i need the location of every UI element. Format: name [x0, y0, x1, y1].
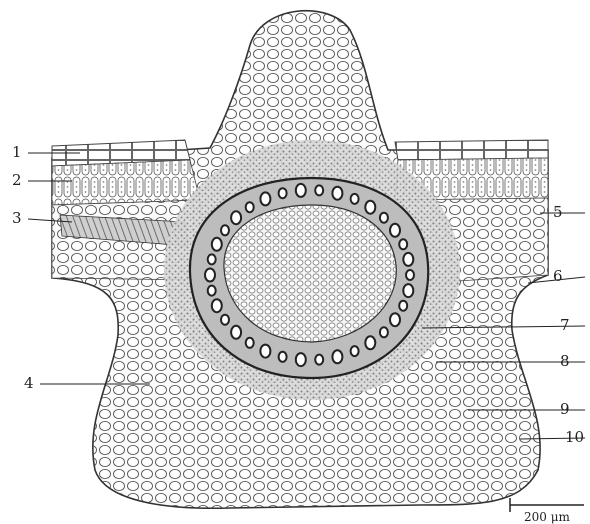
- vessel-element: [332, 350, 342, 363]
- vessel-element: [399, 301, 407, 311]
- label-2: 2: [12, 173, 22, 188]
- vessel-element: [205, 269, 215, 282]
- vessel-element: [279, 352, 287, 362]
- label-6: 6: [553, 269, 563, 284]
- vessel-element: [221, 315, 229, 325]
- vessel-element: [390, 224, 400, 237]
- label-5: 5: [553, 205, 563, 220]
- vessel-element: [403, 284, 413, 297]
- label-9: 9: [560, 402, 570, 417]
- vessel-element: [208, 286, 216, 296]
- vessel-element: [260, 345, 270, 358]
- vessel-element: [212, 238, 222, 251]
- vessel-element: [296, 353, 306, 366]
- vessel-element: [365, 336, 375, 349]
- label-4: 4: [24, 376, 34, 391]
- palisade-mesophyll: [52, 160, 200, 205]
- vessel-element: [365, 201, 375, 214]
- vessel-element: [390, 313, 400, 326]
- vessel-element: [406, 270, 414, 280]
- vessel-element: [399, 239, 407, 249]
- vessel-element: [208, 254, 216, 264]
- vessel-element: [231, 211, 241, 224]
- vessel-element: [332, 187, 342, 200]
- vessel-element: [380, 213, 388, 223]
- vessel-element: [351, 194, 359, 204]
- vessel-element: [231, 326, 241, 339]
- vessel-element: [315, 355, 323, 365]
- scale-bar-label: 200 μm: [524, 510, 570, 524]
- vessel-element: [260, 192, 270, 205]
- label-8: 8: [560, 354, 570, 369]
- label-3: 3: [12, 211, 22, 226]
- vessel-element: [246, 202, 254, 212]
- vessel-element: [279, 188, 287, 198]
- label-1: 1: [12, 145, 22, 160]
- vessel-element: [212, 299, 222, 312]
- vessel-element: [380, 327, 388, 337]
- vessel-element: [246, 338, 254, 348]
- vessel-element: [221, 225, 229, 235]
- label-10: 10: [565, 430, 584, 445]
- vessel-element: [403, 253, 413, 266]
- vessel-element: [315, 185, 323, 195]
- label-7: 7: [560, 318, 570, 333]
- vessel-element: [351, 346, 359, 356]
- vessel-element: [296, 184, 306, 197]
